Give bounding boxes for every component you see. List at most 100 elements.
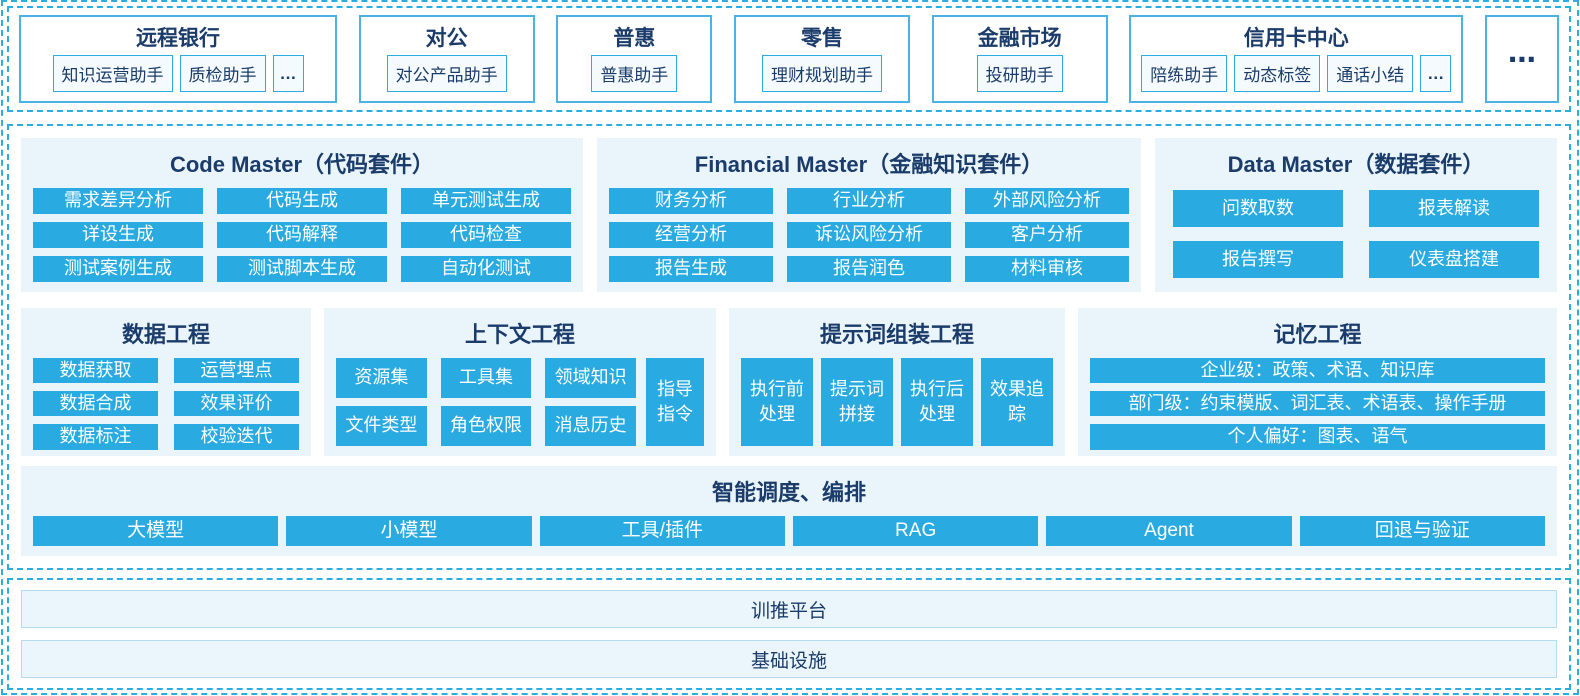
unit-retail: 零售 理财规划助手: [733, 15, 910, 103]
panel-title: 上下文工程: [464, 322, 575, 347]
suite-title: Financial Master（金融知识套件）: [694, 152, 1044, 177]
suite-grid: 问数取数 报表解读 报告撰写 仪表盘搭建: [1173, 190, 1539, 278]
panel-title: 数据工程: [121, 322, 210, 347]
memory-eng-body: 企业级：政策、术语、知识库 部门级：约束模版、词汇表、术语表、操作手册 个人偏好…: [1090, 358, 1545, 450]
unit-financial-markets: 金融市场 投研助手: [931, 15, 1108, 103]
capability-chip: 详设生成: [33, 222, 203, 248]
capability-chip: 代码生成: [217, 188, 387, 214]
suite-grid: 财务分析 行业分析 外部风险分析 经营分析 诉讼风险分析 客户分析 报告生成 报…: [609, 188, 1129, 282]
capability-chip: 角色权限: [440, 406, 532, 446]
unit-chips: 投研助手: [976, 55, 1063, 92]
capability-chip: 需求差异分析: [33, 188, 203, 214]
suites-row: Code Master（代码套件） 需求差异分析 代码生成 单元测试生成 详设生…: [21, 138, 1557, 292]
more-units-box: ⋯: [1484, 15, 1559, 103]
capability-chip: 经营分析: [609, 222, 773, 248]
platform-base-band: 训推平台 基础设施: [7, 578, 1571, 690]
more-assistants-chip: …: [1420, 55, 1452, 92]
capability-chip: 数据标注: [33, 424, 158, 450]
assistant-chip: 理财规划助手: [761, 55, 882, 92]
capability-chip: 报告撰写: [1173, 241, 1343, 278]
capability-chip: 仪表盘搭建: [1369, 241, 1539, 278]
orchestration-item: 小模型: [286, 516, 532, 546]
training-inference-platform-bar: 训推平台: [21, 590, 1557, 628]
panel-prompt-engineering: 提示词组装工程 执行前处理 提示词拼接 执行后处理 效果追踪: [729, 308, 1065, 456]
capability-chip: 测试脚本生成: [217, 256, 387, 282]
more-assistants-chip: …: [272, 55, 304, 92]
capability-chip: 行业分析: [787, 188, 951, 214]
capability-chip: 消息历史: [545, 406, 636, 446]
assistant-chip: 质检助手: [179, 55, 266, 92]
suite-data-master: Data Master（数据套件） 问数取数 报表解读 报告撰写 仪表盘搭建: [1155, 138, 1557, 292]
assistant-chip: 知识运营助手: [52, 55, 173, 92]
assistant-chip: 投研助手: [976, 55, 1063, 92]
assistant-chip: 动态标签: [1234, 55, 1321, 92]
assistant-chip: 对公产品助手: [386, 55, 507, 92]
assistant-chip: 陪练助手: [1141, 55, 1228, 92]
capability-chip: 校验迭代: [174, 424, 299, 450]
infrastructure-bar: 基础设施: [21, 640, 1557, 678]
suite-code-master: Code Master（代码套件） 需求差异分析 代码生成 单元测试生成 详设生…: [21, 138, 583, 292]
capability-chip: 问数取数: [1173, 190, 1343, 227]
capability-chip: 数据获取: [33, 358, 158, 384]
unit-title: 远程银行: [136, 27, 220, 50]
capability-chip: 财务分析: [609, 188, 773, 214]
capability-chip: 领域知识: [545, 358, 636, 398]
unit-title: 对公: [425, 27, 468, 50]
capability-chip: 报表解读: [1369, 190, 1539, 227]
capability-chip: 单元测试生成: [401, 188, 571, 214]
unit-chips: 理财规划助手: [761, 55, 882, 92]
suite-title: Code Master（代码套件）: [169, 152, 435, 177]
capability-chip: 效果追踪: [981, 358, 1053, 446]
capability-chip: 自动化测试: [401, 256, 571, 282]
capability-chip: 测试案例生成: [33, 256, 203, 282]
capability-chip: 文件类型: [336, 406, 427, 446]
unit-inclusive-finance: 普惠 普惠助手: [556, 15, 713, 103]
unit-title: 普惠: [613, 27, 656, 50]
capability-chip: 工具集: [440, 358, 532, 398]
context-eng-grid: 资源集 工具集 领域知识 文件类型 角色权限 消息历史: [336, 358, 636, 446]
capability-chip: 执行后处理: [901, 358, 973, 446]
guidance-instruction-chip: 指导指令: [646, 358, 704, 446]
context-eng-body: 资源集 工具集 领域知识 文件类型 角色权限 消息历史 指导指令: [336, 358, 704, 446]
suite-title: Data Master（数据套件）: [1227, 152, 1485, 177]
orchestration-item: RAG: [792, 516, 1039, 546]
memory-level-bar: 个人偏好：图表、语气: [1090, 424, 1545, 450]
business-units-band: 远程银行 知识运营助手 质检助手 … 对公 对公产品助手 普惠 普惠助手 零售 …: [7, 6, 1571, 112]
unit-chips: 知识运营助手 质检助手 …: [52, 55, 304, 92]
capability-chip: 外部风险分析: [965, 188, 1129, 214]
unit-title: 信用卡中心: [1243, 27, 1349, 50]
unit-chips: 普惠助手: [591, 55, 678, 92]
capability-chip: 诉讼风险分析: [787, 222, 951, 248]
panel-orchestration: 智能调度、编排 大模型 小模型 工具/插件 RAG Agent 回退与验证: [21, 466, 1557, 556]
prompt-eng-body: 执行前处理 提示词拼接 执行后处理 效果追踪: [741, 358, 1053, 446]
unit-chips: 陪练助手 动态标签 通话小结 …: [1141, 55, 1452, 92]
memory-level-bar: 部门级：约束模版、词汇表、术语表、操作手册: [1090, 391, 1545, 417]
engineering-row: 数据工程 数据获取 运营埋点 数据合成 效果评价 数据标注 校验迭代 上下文工程…: [21, 308, 1557, 456]
capability-chip: 代码检查: [401, 222, 571, 248]
unit-remote-banking: 远程银行 知识运营助手 质检助手 …: [19, 15, 337, 103]
panel-data-engineering: 数据工程 数据获取 运营埋点 数据合成 效果评价 数据标注 校验迭代: [21, 308, 311, 456]
capability-chip: 数据合成: [33, 391, 158, 417]
suite-financial-master: Financial Master（金融知识套件） 财务分析 行业分析 外部风险分…: [597, 138, 1141, 292]
capability-chip: 报告润色: [787, 256, 951, 282]
platform-capabilities-band: Code Master（代码套件） 需求差异分析 代码生成 单元测试生成 详设生…: [7, 124, 1571, 570]
assistant-chip: 普惠助手: [591, 55, 678, 92]
panel-title: 记忆工程: [1273, 322, 1362, 347]
unit-title: 零售: [800, 27, 843, 50]
capability-chip: 执行前处理: [741, 358, 813, 446]
capability-chip: 资源集: [336, 358, 427, 398]
capability-chip: 代码解释: [217, 222, 387, 248]
capability-chip: 效果评价: [174, 391, 299, 417]
panel-memory-engineering: 记忆工程 企业级：政策、术语、知识库 部门级：约束模版、词汇表、术语表、操作手册…: [1078, 308, 1557, 456]
assistant-chip: 通话小结: [1327, 55, 1414, 92]
capability-chip: 材料审核: [965, 256, 1129, 282]
capability-chip: 客户分析: [965, 222, 1129, 248]
panel-title: 提示词组装工程: [819, 322, 974, 347]
memory-level-bar: 企业级：政策、术语、知识库: [1090, 358, 1545, 384]
suite-grid: 需求差异分析 代码生成 单元测试生成 详设生成 代码解释 代码检查 测试案例生成…: [33, 188, 571, 282]
unit-title: 金融市场: [977, 27, 1062, 50]
orchestration-item: 工具/插件: [539, 516, 785, 546]
unit-corporate: 对公 对公产品助手: [358, 15, 535, 103]
data-eng-grid: 数据获取 运营埋点 数据合成 效果评价 数据标注 校验迭代: [33, 358, 299, 450]
orchestration-item: Agent: [1046, 516, 1292, 546]
